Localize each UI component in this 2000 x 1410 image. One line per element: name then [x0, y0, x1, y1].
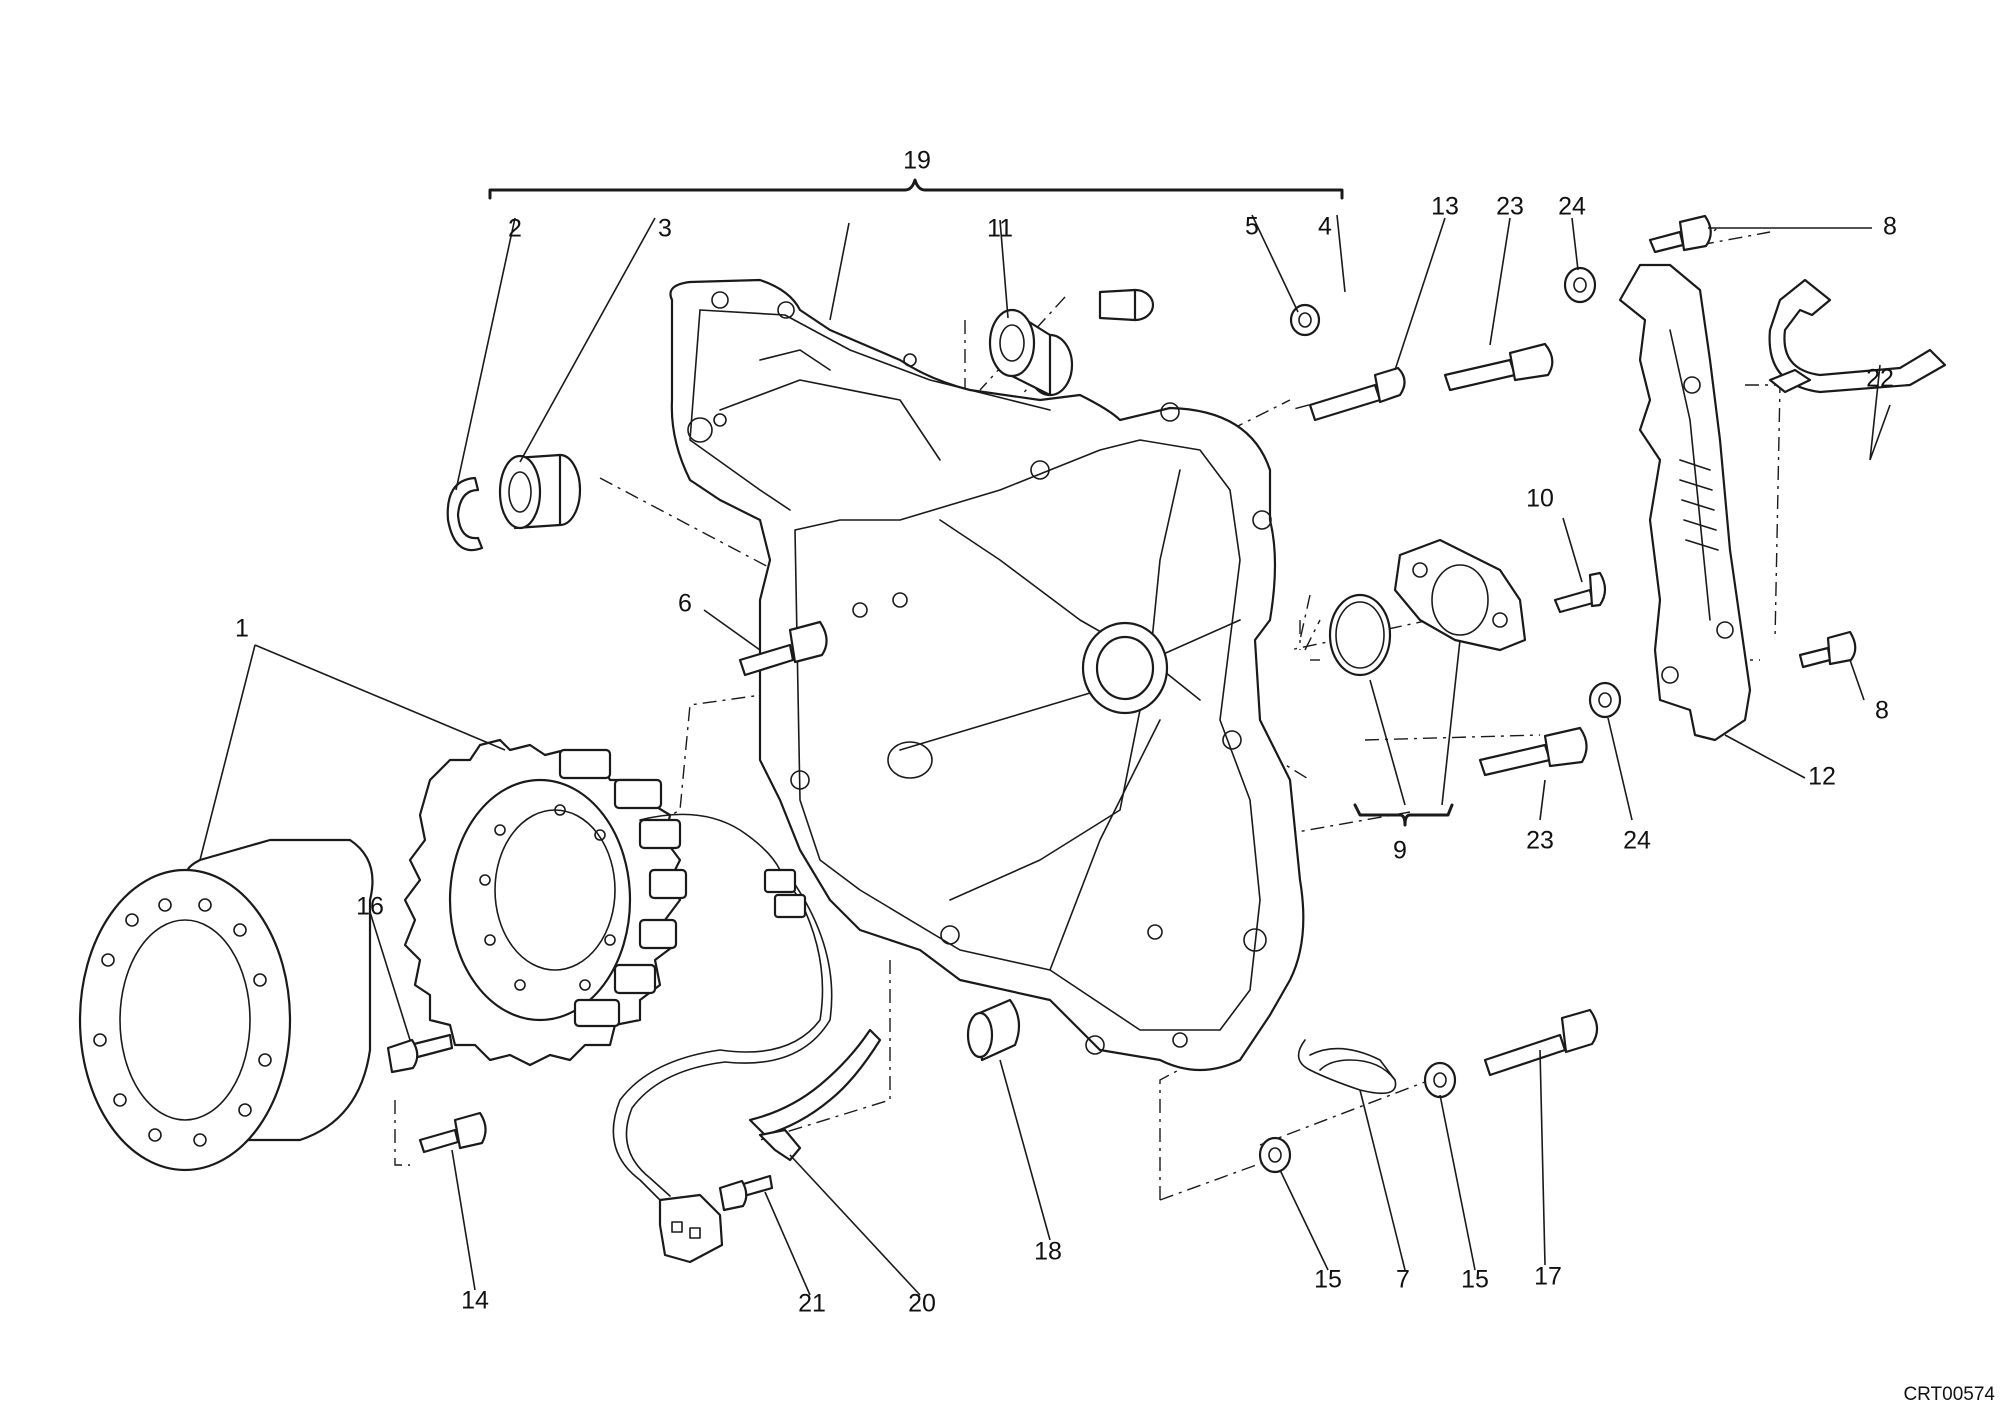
- screw-8-lower: [1798, 630, 1857, 669]
- callout-24-upper: 24: [1558, 193, 1586, 221]
- oil-seal: [988, 308, 1074, 397]
- screw-23-lower: [1478, 726, 1588, 777]
- callout-19: 19: [903, 147, 931, 175]
- callout-15-right: 15: [1461, 1266, 1489, 1294]
- callout-9: 9: [1393, 837, 1407, 865]
- washer-24-upper: [1563, 266, 1597, 304]
- bracket-12: [1618, 263, 1752, 742]
- screw-23-upper: [1443, 342, 1554, 392]
- callout-10: 10: [1526, 485, 1554, 513]
- callout-2: 2: [508, 215, 522, 243]
- screw-4: [1098, 288, 1155, 322]
- o-ring: [1328, 593, 1392, 677]
- callout-8-upper: 8: [1883, 213, 1897, 241]
- leader-lines: [199, 214, 1891, 1296]
- callout-8-lower: 8: [1875, 697, 1889, 725]
- callout-6: 6: [678, 590, 692, 618]
- stator: [403, 738, 833, 1264]
- screw-14: [418, 1111, 487, 1154]
- screw-21: [718, 1174, 774, 1212]
- callout-4: 4: [1318, 213, 1332, 241]
- screw-16: [386, 1033, 454, 1074]
- callout-23-upper: 23: [1496, 193, 1524, 221]
- callout-5: 5: [1245, 213, 1259, 241]
- callout-23-lower: 23: [1526, 827, 1554, 855]
- washer-24-lower: [1588, 681, 1622, 719]
- callout-1: 1: [235, 615, 249, 643]
- callout-18: 18: [1034, 1238, 1062, 1266]
- clip-7: [1297, 1039, 1397, 1095]
- cable-guide-20: [748, 1028, 882, 1162]
- screw-10: [1553, 571, 1607, 614]
- spacer-18: [966, 998, 1021, 1062]
- screw-17: [1483, 1008, 1599, 1077]
- callout-7: 7: [1396, 1266, 1410, 1294]
- callout-22: 22: [1866, 365, 1894, 393]
- callout-3: 3: [658, 215, 672, 243]
- screw-8-upper: [1648, 214, 1712, 254]
- drawing-reference-code: CRT00574: [1903, 1384, 1995, 1405]
- callout-24-lower: 24: [1623, 827, 1651, 855]
- washer-15-right: [1423, 1061, 1457, 1099]
- cable-holder-22: [1768, 278, 1947, 394]
- callout-16: 16: [356, 893, 384, 921]
- assembly-brace-19: [488, 178, 1344, 200]
- callout-13: 13: [1431, 193, 1459, 221]
- rotor-flywheel: [78, 838, 374, 1172]
- circlip: [446, 476, 484, 552]
- bearing: [498, 453, 582, 530]
- callout-labels: 19 2 3 11 5 4 13 23 24 8 22 10 6 1 8 12 …: [235, 147, 1897, 1318]
- washer-15-left: [1258, 1136, 1292, 1174]
- callout-15-left: 15: [1314, 1266, 1342, 1294]
- flange-cover: [1393, 538, 1527, 652]
- callout-11: 11: [987, 215, 1013, 243]
- callout-21: 21: [798, 1290, 826, 1318]
- callout-12: 12: [1808, 763, 1836, 791]
- screw-6: [738, 620, 828, 677]
- washer-5: [1289, 303, 1321, 337]
- generator-cover: [669, 278, 1305, 1072]
- callout-20: 20: [908, 1290, 936, 1318]
- callout-14: 14: [461, 1287, 489, 1315]
- screw-13: [1308, 366, 1406, 422]
- callout-17: 17: [1534, 1263, 1562, 1291]
